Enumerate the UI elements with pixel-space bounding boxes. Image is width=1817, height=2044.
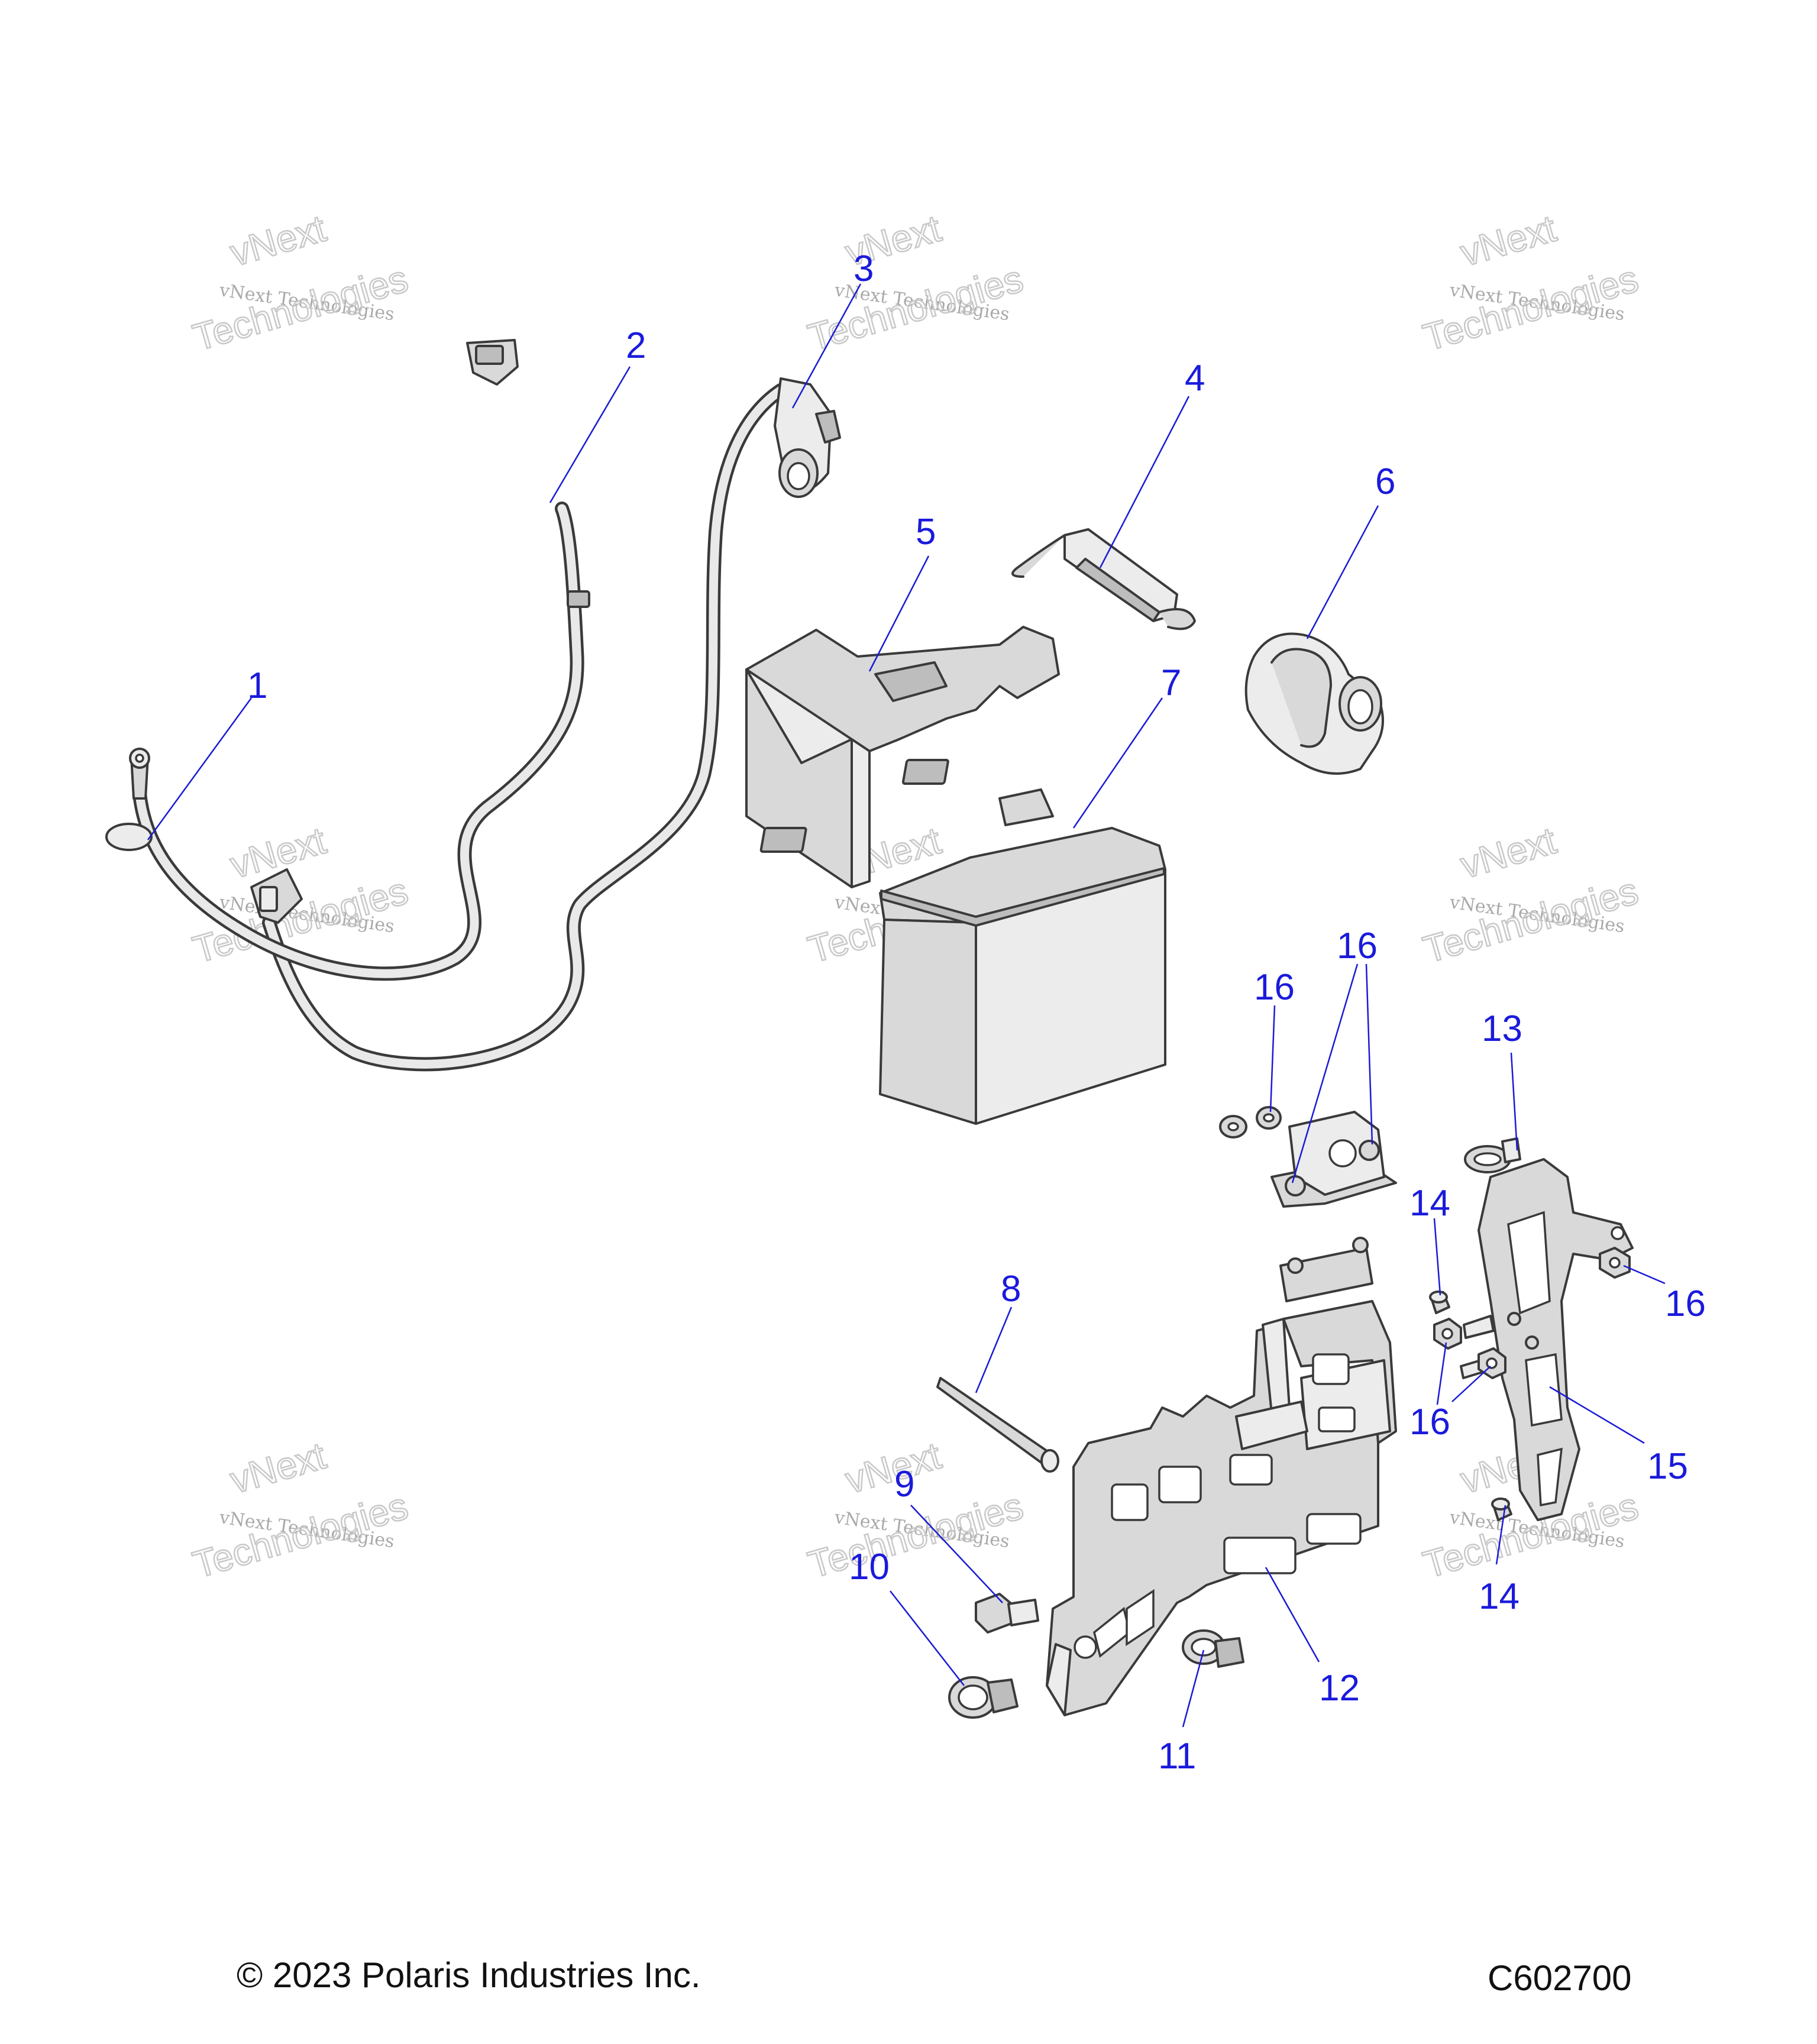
part-4-strap <box>1011 528 1196 630</box>
callout-7: 7 <box>1161 662 1181 703</box>
callout-9: 9 <box>894 1464 914 1505</box>
leader-16d <box>1623 1264 1666 1285</box>
part-12-battery-tray <box>1046 1237 1397 1716</box>
watermark: vNext vNext Technologies Technologies <box>1418 206 1643 360</box>
leader-16e <box>1436 1342 1447 1405</box>
callout-12: 12 <box>1319 1668 1360 1709</box>
leader-1 <box>147 697 253 840</box>
leader-11 <box>1182 1650 1205 1728</box>
callout-10: 10 <box>849 1547 890 1587</box>
leader-12 <box>1265 1567 1320 1663</box>
leader-16c <box>1269 1005 1276 1112</box>
callout-13: 13 <box>1482 1008 1522 1049</box>
callout-8: 8 <box>1001 1269 1021 1309</box>
leader-14a <box>1433 1218 1441 1296</box>
part-16-nuts <box>1219 1106 1282 1139</box>
part-11-clip <box>1182 1629 1244 1668</box>
leader-13 <box>1510 1052 1518 1151</box>
watermark-vnext: vNext <box>225 207 330 274</box>
part-1-ground-cable <box>105 339 590 981</box>
part-15-side-plate <box>1460 1158 1634 1521</box>
watermark: vNext vNext Technologies Technologies <box>1418 818 1643 972</box>
relay-solenoid <box>1270 1111 1397 1208</box>
watermark-vnext: vNext <box>225 1434 330 1502</box>
leader-lines <box>147 283 1666 1728</box>
leader-6 <box>1306 505 1379 639</box>
leader-16b <box>1365 963 1373 1145</box>
leader-4 <box>1099 396 1190 568</box>
part-13-clamp <box>1464 1137 1521 1173</box>
leader-3 <box>791 283 862 409</box>
leader-7 <box>1072 697 1163 829</box>
leader-16a <box>1291 963 1359 1183</box>
copyright-text: © 2023 Polaris Industries Inc. <box>237 1955 701 1995</box>
callout-16d: 16 <box>1409 1402 1450 1443</box>
callout-5: 5 <box>916 512 936 552</box>
callout-6: 6 <box>1375 461 1395 502</box>
leader-8 <box>975 1306 1013 1393</box>
leader-15 <box>1549 1386 1645 1444</box>
callout-4: 4 <box>1185 358 1205 399</box>
watermark: vNext vNext Technologies Technologies <box>187 1433 413 1587</box>
leader-2 <box>549 366 631 503</box>
figure-code: C602700 <box>1488 1958 1632 1998</box>
callout-16b: 16 <box>1254 967 1295 1008</box>
callout-3: 3 <box>853 248 874 289</box>
part-2-positive-cable <box>250 383 788 1072</box>
leader-16f <box>1451 1366 1491 1402</box>
watermark-vnext: vNext <box>1456 819 1560 887</box>
callout-14a: 14 <box>1409 1183 1450 1224</box>
callout-2: 2 <box>626 325 646 366</box>
part-9-bolt <box>975 1593 1039 1634</box>
callout-15: 15 <box>1647 1446 1688 1487</box>
leader-9 <box>910 1505 1003 1603</box>
callout-16c: 16 <box>1665 1283 1706 1324</box>
part-3-terminal-end <box>774 377 841 498</box>
part-8-rod <box>936 1377 1059 1473</box>
part-14-bolts <box>1429 1291 1512 1521</box>
callout-1: 1 <box>247 665 267 706</box>
leader-5 <box>868 555 930 672</box>
callout-labels: 1 2 3 4 5 6 7 8 9 10 11 12 13 14 14 15 1… <box>247 248 1706 1777</box>
part-10-clip <box>948 1676 1019 1719</box>
leader-14b <box>1495 1505 1506 1565</box>
watermark: vNext vNext Technologies Technologies <box>803 206 1028 360</box>
part-7-battery <box>759 759 1166 1125</box>
callout-11: 11 <box>1158 1736 1196 1777</box>
callout-16a: 16 <box>1337 926 1378 966</box>
watermark: vNext vNext Technologies Technologies <box>187 206 413 360</box>
watermark-vnext: vNext <box>840 1434 945 1502</box>
leader-10 <box>890 1590 965 1686</box>
part-6-terminal-boot <box>1244 632 1384 775</box>
watermark-vnext: vNext <box>1456 207 1560 274</box>
callout-14b: 14 <box>1479 1576 1519 1617</box>
